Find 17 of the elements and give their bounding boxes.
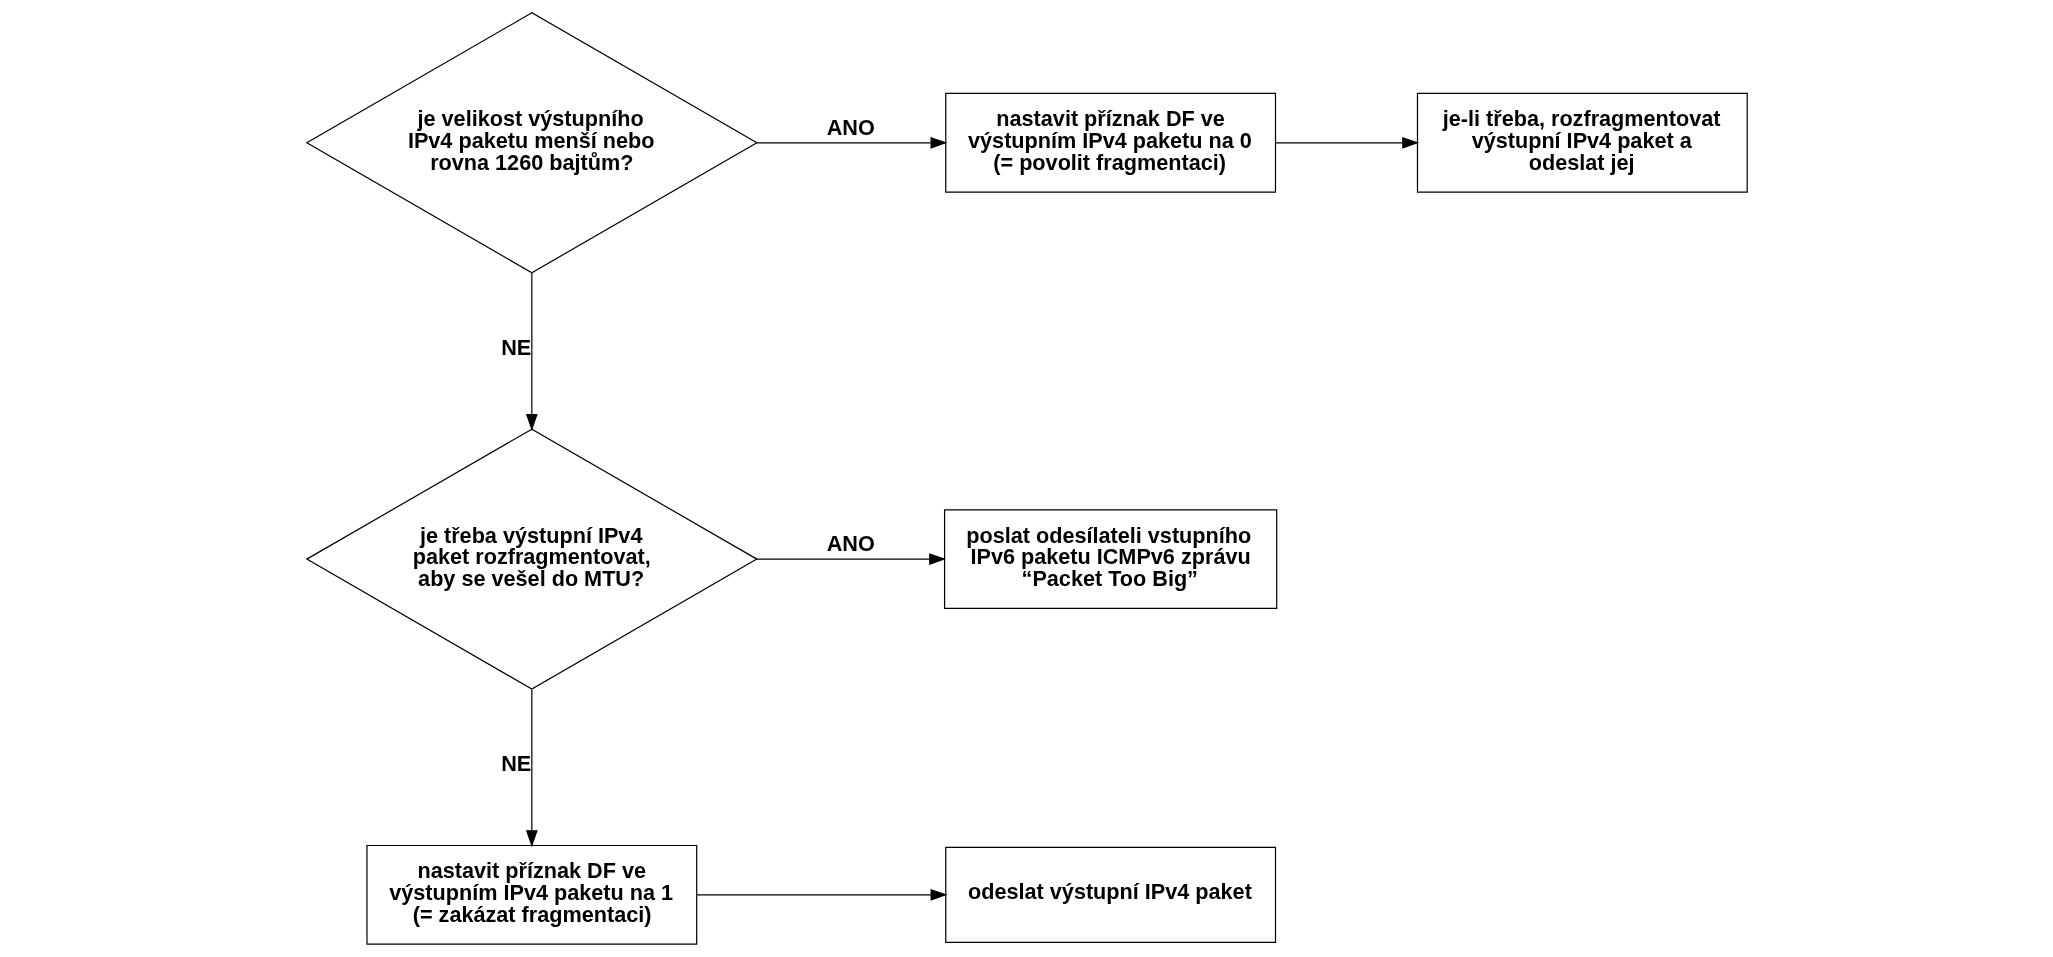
node-diamond: je velikost výstupního IPv4 paketu menší nebo rovna 1260 bajtům?	[305, 12, 758, 274]
arrow	[1274, 136, 1419, 149]
node-box: nastavit příznak DF ve výstupním IPv4 paketu na 1 (= zakázat fragmentaci)	[365, 844, 697, 945]
node-box: poslat odesílateli vstupního IPv6 paketu ICMPv6 zprávu “Packet Too Big”	[943, 509, 1277, 610]
arrow	[756, 553, 946, 566]
arrow	[525, 272, 538, 431]
edge-label: NE	[500, 751, 531, 777]
node-box: nastavit příznak DF ve výstupním IPv4 paketu na 0 (= povolit fragmentaci)	[944, 92, 1276, 193]
edge-label: NE	[500, 335, 531, 361]
edge-label: ANO	[826, 531, 875, 557]
edge-label: ANO	[826, 114, 875, 140]
arrow	[695, 888, 947, 901]
node-diamond: je třeba výstupní IPv4 paket rozfragmentovat, aby se vešel do MTU?	[305, 428, 758, 690]
node-box: odeslat výstupní IPv4 paket	[944, 846, 1276, 943]
node-box: je-li třeba, rozfragmentovat výstupní IPv4 paket a odeslat jej	[1416, 92, 1748, 193]
arrow	[756, 136, 947, 149]
arrow	[525, 688, 538, 848]
